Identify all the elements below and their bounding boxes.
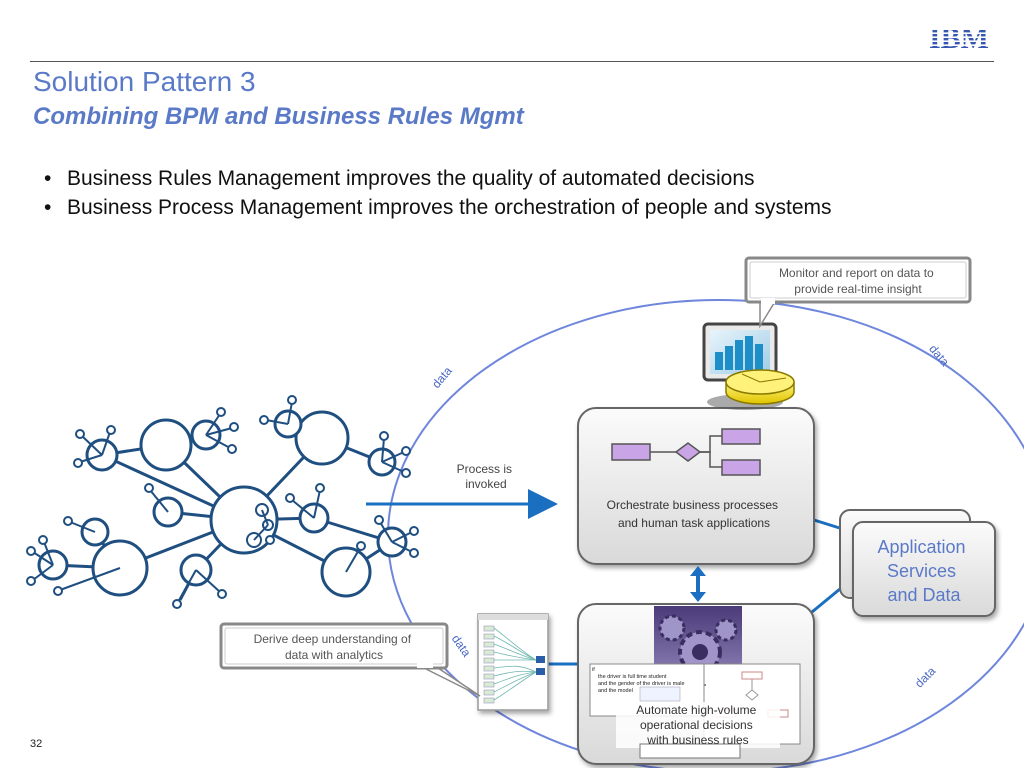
analytics-thumbnail <box>477 613 549 711</box>
bpm-box-label: Orchestrate business processes and human… <box>607 498 782 530</box>
slide-title: Solution Pattern 3 <box>33 66 256 97</box>
ibm-logo: IBM <box>929 22 989 52</box>
svg-text:IBM: IBM <box>929 22 989 52</box>
data-label-top-left: data <box>429 364 455 391</box>
data-label-left: data <box>449 632 474 659</box>
bpm-box: Orchestrate business processes and human… <box>577 407 815 565</box>
rules-box-label: Automate high-volume operational decisio… <box>636 703 759 747</box>
app-services-label: Application Services and Data <box>877 537 970 605</box>
bullet-list: Business Rules Management improves the q… <box>42 164 832 222</box>
app-services-stack: Application Services and Data <box>839 509 996 617</box>
process-invoked-label: Process is invoked <box>457 462 516 491</box>
database-icon <box>725 369 795 405</box>
svg-text:if the driver is full: if the driver is full time student and t… <box>592 667 686 694</box>
rules-box: if the driver is full time student and t… <box>577 603 815 765</box>
network-graph <box>26 395 419 609</box>
bullet-item-rules: Business Rules Management improves the q… <box>42 164 832 193</box>
analytics-callout-text: Derive deep understanding of data with a… <box>254 632 415 662</box>
bullet-item-process: Business Process Management improves the… <box>42 193 832 222</box>
header-rule <box>30 61 994 62</box>
slide-subtitle: Combining BPM and Business Rules Mgmt <box>33 103 524 130</box>
monitor-callout-text: Monitor and report on data to provide re… <box>779 266 937 296</box>
analytics-callout: Derive deep understanding of data with a… <box>219 622 481 697</box>
process-flow-icon <box>611 428 761 476</box>
monitor-callout: Monitor and report on data to provide re… <box>744 256 972 329</box>
data-label-top-right: data <box>926 342 952 369</box>
data-label-bottom-right: data <box>912 664 939 691</box>
page-number: 32 <box>30 738 43 750</box>
bidirectional-arrow <box>690 566 706 602</box>
